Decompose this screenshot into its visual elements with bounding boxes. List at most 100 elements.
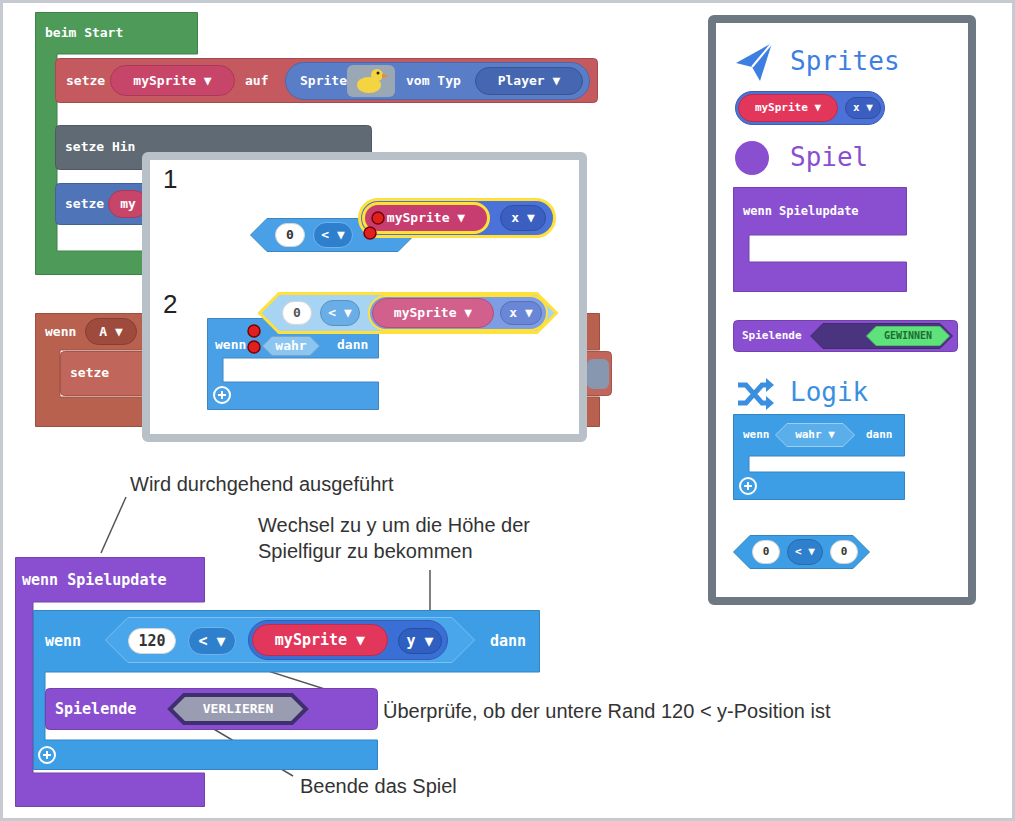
property-dropdown: x ▼: [845, 97, 881, 119]
operator-dropdown: < ▼: [188, 627, 236, 655]
variable-dropdown: mySprite ▼: [252, 624, 388, 656]
block-text: wenn: [215, 337, 246, 353]
block-text: Spielende: [742, 329, 802, 342]
block-text: x ▼: [511, 210, 534, 226]
sprite-property-block: mySprite ▼ x ▼: [368, 295, 548, 331]
block-outline: [373, 299, 494, 328]
block-outline: [111, 66, 235, 96]
block-outline: [106, 618, 475, 663]
block-text: mySprite ▼: [387, 210, 465, 226]
block-icon: [347, 65, 395, 97]
event-block: wenn Spielupdatewenndann120< ▼mySprite ▼…: [15, 557, 205, 807]
block-outline: [253, 625, 388, 656]
block-text: Player ▼: [498, 73, 561, 89]
callout-text: Wechsel zu y um die Höhe der Spielfigur …: [258, 512, 588, 564]
number-field: 120: [128, 628, 176, 654]
variable-dropdown: mySprite ▼: [372, 298, 494, 328]
block-outline: [360, 200, 555, 237]
boolean-slot: GEWINNEN: [810, 323, 953, 349]
block-text: wenn Spielupdate: [22, 571, 167, 589]
block-outline: [831, 541, 858, 564]
number-field: 0: [282, 301, 312, 325]
block-text: mySprite ▼: [275, 631, 365, 649]
block-text: dann: [866, 428, 893, 441]
sprite-property-block: mySprite ▼ x ▼: [735, 91, 885, 125]
block-text: setze: [65, 196, 104, 212]
block-outline: [129, 629, 176, 654]
variable-dropdown: mySprite ▼: [362, 202, 490, 234]
number-field: 0: [752, 540, 780, 564]
block-icon: [364, 212, 384, 239]
block-outline: [501, 206, 546, 231]
block-text: Sprites: [790, 46, 900, 77]
block-outline: [753, 541, 780, 564]
block-outline: [739, 95, 838, 122]
block-outline: [321, 301, 360, 326]
block-outline: [34, 611, 540, 770]
win-value: GEWINNEN: [866, 326, 950, 346]
button-dropdown: A ▼: [85, 318, 137, 345]
block-outline: [501, 302, 542, 325]
block-icon: [39, 747, 55, 763]
block-outline: [249, 621, 448, 660]
block-outline: [736, 92, 885, 125]
block-text: wenn: [743, 428, 770, 441]
block-text: wahr ▼: [795, 428, 835, 441]
block-text: VERLIEREN: [203, 701, 273, 717]
block-outline: [369, 296, 547, 330]
compare-block: 0 < ▼ 0: [733, 535, 870, 569]
block-text: 0: [763, 545, 770, 558]
block-outline: [712, 19, 972, 601]
block-outline: [364, 204, 489, 233]
block-text: vom Typ: [406, 73, 461, 89]
if-block: wenn dann wahr ▼: [733, 414, 905, 500]
callout-text: Beende das Spiel: [300, 773, 457, 799]
boolean-slot: wahr: [262, 336, 320, 356]
leader-line: [101, 497, 126, 553]
operator-dropdown: < ▼: [320, 300, 360, 326]
block-outline: [56, 59, 598, 103]
block-text: y ▼: [406, 632, 433, 650]
boolean-dropdown: wahr ▼: [775, 423, 855, 447]
block-text: my: [120, 196, 136, 212]
block-text: < ▼: [321, 227, 344, 243]
block-text: A ▼: [99, 324, 122, 340]
game-over-block: Spielende GEWINNEN: [733, 320, 958, 352]
variable-dropdown: mySprite ▼: [110, 65, 235, 96]
block-text: mySprite ▼: [394, 305, 472, 321]
block-text: x ▼: [509, 305, 532, 321]
kind-dropdown: Player ▼: [475, 67, 583, 95]
block-text: 1: [163, 164, 177, 195]
block-icon: [214, 325, 260, 403]
block-icon: [740, 478, 756, 494]
sprite-property-block: mySprite ▼ x ▼: [358, 198, 556, 238]
inset-panel: 120< ▼mySprite ▼x ▼wenndannwahr0< ▼mySpr…: [142, 152, 587, 442]
block-outline: [260, 294, 557, 333]
block-text: auf: [245, 73, 268, 89]
block-text: dann: [490, 632, 526, 650]
block-icon: [587, 359, 609, 389]
block-outline: [276, 224, 305, 247]
block-text: wahr: [275, 338, 306, 354]
block-outline: [283, 302, 312, 325]
block-text: 0: [286, 227, 294, 243]
block-text: setze: [66, 73, 105, 89]
block-outline: [399, 629, 442, 654]
block-outline: [734, 415, 905, 500]
event-block: wenn Spielupdate: [733, 187, 907, 292]
block-shape: [733, 187, 907, 292]
block-text: mySprite ▼: [755, 101, 821, 114]
block-text: GEWINNEN: [884, 330, 932, 342]
block-outline: [476, 68, 583, 95]
number-field: 0: [275, 223, 305, 247]
compare-block: 120 < ▼ mySprite ▼ y ▼: [105, 617, 475, 663]
operator-dropdown: < ▼: [313, 222, 353, 248]
block-text: Logik: [790, 377, 868, 408]
statement-block: setzeaufmySprite ▼Spritevom TypPlayer ▼: [55, 58, 598, 103]
block-text: 0: [841, 545, 848, 558]
block-text: wenn: [45, 324, 76, 340]
block-outline: [189, 628, 236, 655]
block-outline: [846, 98, 881, 119]
block-outline: [109, 191, 148, 218]
operator-dropdown: < ▼: [787, 539, 823, 565]
